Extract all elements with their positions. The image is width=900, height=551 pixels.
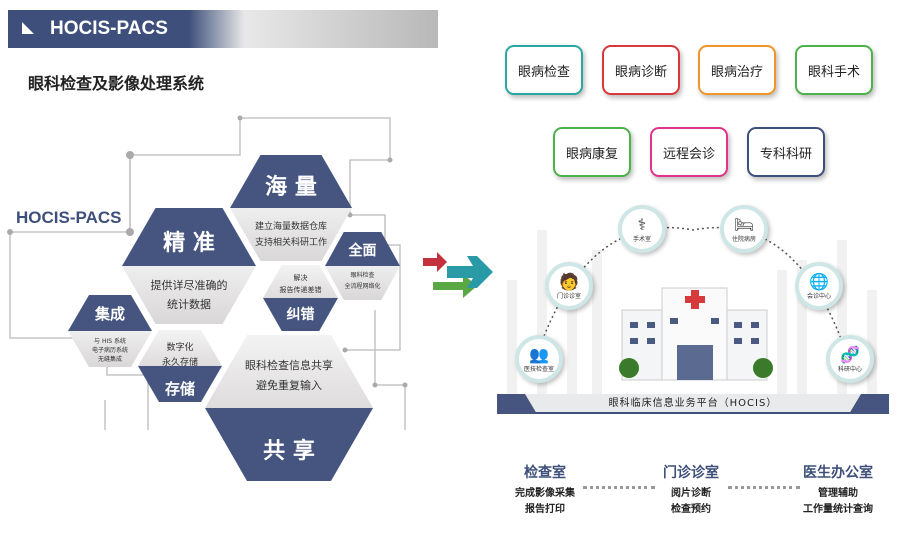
hex-desc: 数字化 (166, 343, 194, 353)
node-label: 住院病房 (731, 235, 756, 243)
hex-desc: 解决 (293, 274, 308, 282)
department-title: 门诊诊室 (663, 465, 719, 481)
department-line: 报告打印 (525, 504, 565, 515)
hex-title: 集成 (94, 305, 125, 323)
hex-desc: 统计数据 (167, 298, 211, 311)
node-label: 手术室 (632, 235, 651, 243)
hex-title: 精 准 (163, 231, 215, 256)
hex-title: 共 享 (263, 439, 315, 464)
logo-icon (22, 22, 34, 34)
side-label: HOCIS-PACS (16, 208, 122, 227)
module-label: 专科科研 (759, 146, 812, 162)
node-label: 科研中心 (837, 365, 862, 373)
module-label: 眼病治疗 (710, 64, 763, 80)
module-box: 眼病检查 (505, 45, 583, 95)
hex-desc: 支持相关科研工作 (254, 238, 327, 248)
hex-desc: 建立海量数据仓库 (254, 222, 327, 232)
module-label: 眼病康复 (565, 146, 618, 162)
department-title: 检查室 (524, 465, 566, 481)
department-line: 阅片诊断 (671, 488, 711, 499)
doctor-icon: 🧑 (559, 271, 579, 291)
hex-quanmian: 全面 眼科检查 全流程网络化 (325, 232, 400, 300)
module-label: 眼病检查 (517, 64, 570, 80)
node-label: 门诊诊室 (556, 292, 581, 300)
hex-jiucuo: 解决 报告传递差错 纠错 (263, 265, 338, 331)
node-ward: 🛏住院病房 (720, 205, 768, 253)
meeting-icon: 👥 (529, 344, 549, 364)
hospital-icon (619, 287, 773, 381)
hex-title: 海 量 (265, 175, 317, 200)
module-box: 远程会诊 (650, 127, 728, 177)
hex-desc: 永久存储 (161, 358, 198, 368)
platform-illustration (507, 226, 877, 395)
hex-desc: 全流程网络化 (344, 283, 381, 290)
department-line: 管理辅助 (818, 488, 858, 499)
hex-desc: 电子病历系统 (91, 347, 128, 354)
hex-cunchu: 数字化 永久存储 存储 (138, 330, 222, 402)
platform-title: 眼科临床信息业务平台（HOCIS） (497, 394, 889, 414)
module-box: 眼病康复 (553, 127, 631, 177)
department-line: 检查预约 (671, 504, 711, 515)
surgery-icon: ⚕ (637, 214, 647, 234)
department-line: 工作量统计查询 (803, 504, 873, 515)
hex-desc: 报告传递差错 (279, 286, 322, 294)
banner: HOCIS-PACS (8, 10, 438, 48)
dotted-connector (728, 486, 800, 489)
department-line: 完成影像采集 (515, 488, 575, 499)
hex-title: 存储 (164, 380, 195, 398)
hex-title: 全面 (348, 243, 377, 259)
department-exam: 检查室 完成影像采集 报告打印 (485, 462, 605, 518)
node-label: 医技检查室 (523, 365, 554, 373)
module-box: 眼科手术 (795, 45, 873, 95)
hex-desc: 避免重复输入 (256, 379, 322, 392)
node-surgery-room: ⚕手术室 (618, 205, 666, 253)
node-clinic-room: 🧑门诊诊室 (545, 262, 593, 310)
node-consult-center: 🌐会诊中心 (795, 262, 843, 310)
hex-title: 纠错 (286, 307, 315, 323)
hex-desc: 提供详尽准确的 (150, 279, 228, 292)
globe-icon: 🌐 (809, 271, 829, 291)
module-box: 专科科研 (747, 127, 825, 177)
node-label: 会诊中心 (806, 292, 831, 300)
module-label: 远程会诊 (662, 146, 715, 162)
page-subtitle: 眼科检查及影像处理系统 (28, 74, 205, 93)
hex-desc: 与 HIS 系统 (94, 338, 126, 345)
module-label: 眼科手术 (807, 64, 860, 80)
hex-jicheng: 集成 与 HIS 系统 电子病历系统 无缝集成 (68, 295, 152, 367)
module-label: 眼病诊断 (614, 64, 667, 80)
dna-icon: 🧬 (840, 344, 860, 364)
module-box: 眼病治疗 (698, 45, 776, 95)
module-box: 眼病诊断 (602, 45, 680, 95)
department-clinic: 门诊诊室 阅片诊断 检查预约 (631, 462, 751, 518)
bed-icon: 🛏 (733, 214, 755, 234)
department-title: 医生办公室 (803, 465, 873, 481)
node-research-center: 🧬科研中心 (826, 335, 874, 383)
hex-desc: 眼科检查 (350, 272, 375, 279)
hex-desc: 无缝集成 (97, 356, 122, 363)
dotted-connector (583, 486, 655, 489)
hex-gongxiang: 眼科检查信息共享 避免重复输入 共 享 (205, 335, 373, 481)
flow-arrows-icon (423, 252, 493, 298)
department-office: 医生办公室 管理辅助 工作量统计查询 (778, 462, 898, 518)
hex-desc: 眼科检查信息共享 (245, 359, 333, 372)
node-exam-room: 👥医技检查室 (515, 335, 563, 383)
banner-title: HOCIS-PACS (50, 18, 168, 39)
